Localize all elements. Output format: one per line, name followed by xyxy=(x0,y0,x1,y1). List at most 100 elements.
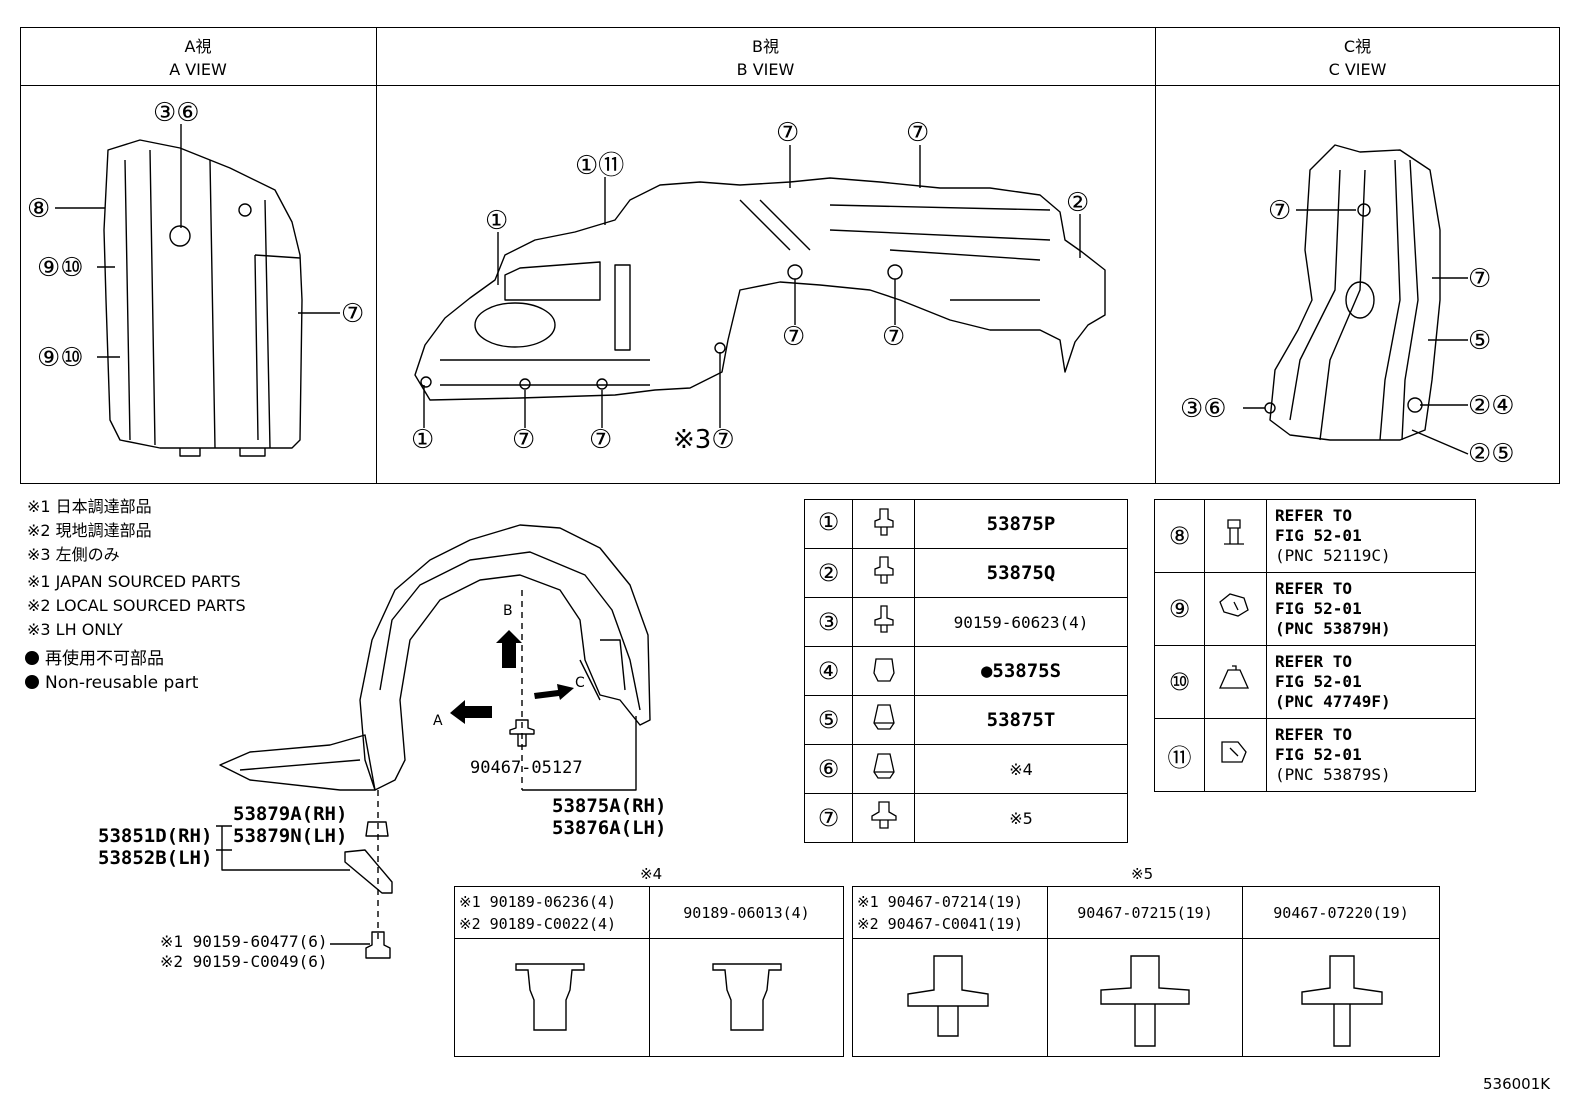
t4-c2: 90189-06013(4) xyxy=(649,886,844,939)
assembly-liner-drawing xyxy=(219,524,651,791)
part-icon-cell-7 xyxy=(852,793,915,843)
pn-bracket-lh: 53852B(LH) xyxy=(98,847,213,869)
callout-c-7-upper: ⑦ xyxy=(1268,196,1292,226)
t5-img1 xyxy=(852,938,1048,1057)
t4-img1 xyxy=(454,938,650,1057)
ref-11-l3: (PNC 53879S) xyxy=(1275,765,1391,784)
part-icon-cell-9 xyxy=(1204,572,1267,646)
view-c-liner-drawing xyxy=(1264,144,1441,441)
part-pn-2: 53875Q xyxy=(914,548,1128,598)
nonreuse-jp: 再使用不可部品 xyxy=(45,649,164,669)
ref-9-l2: FIG 52-01 xyxy=(1275,599,1362,618)
ref-9-l1: REFER TO xyxy=(1275,579,1353,598)
table-row xyxy=(852,938,1440,1057)
pn-liner-lh: 53876A(LH) xyxy=(552,817,667,839)
part-icon-cell-4 xyxy=(852,646,915,696)
part-icon-cell-11 xyxy=(1204,718,1267,792)
note-jp-1: ※1 日本調達部品 xyxy=(27,497,152,516)
callout-b-1-lower: ① xyxy=(411,425,435,455)
nonreuse-dot-icon xyxy=(25,651,39,665)
table5-mark: ※5 xyxy=(1131,865,1154,883)
part-no-9: ⑨ xyxy=(1168,595,1191,623)
pn-bolt-1: ※1 90159-60477(6) xyxy=(160,932,328,951)
part-icon-cell-3 xyxy=(852,597,915,647)
table-row: ④ ●53875S xyxy=(804,646,1128,696)
callout-b-7-mid2: ⑦ xyxy=(882,322,906,352)
notes-en: ※1 JAPAN SOURCED PARTS ※2 LOCAL SOURCED … xyxy=(27,570,246,642)
t5-img3 xyxy=(1242,938,1440,1057)
arrow-label-a: A xyxy=(433,713,443,729)
table-row: ⑥ ※4 xyxy=(804,744,1128,794)
callout-b-7-top2: ⑦ xyxy=(906,118,930,148)
view-c-title: C視 C VIEW xyxy=(1155,35,1560,81)
part-icon-cell-8 xyxy=(1204,499,1267,573)
view-arrows xyxy=(450,630,574,724)
nonreuse-dot-icon-2 xyxy=(25,675,39,689)
callout-a-910-upper: ⑨⑩ xyxy=(37,253,84,283)
view-b-en: B VIEW xyxy=(736,60,795,79)
pn-seal-rh: 53879A(RH) xyxy=(233,803,348,825)
part-pn-6: ※4 xyxy=(914,744,1128,794)
fastener-table-5: ※1 90467-07214(19) ※2 90467-C0041(19) 90… xyxy=(852,886,1440,1057)
arrow-label-b: B xyxy=(503,603,513,619)
part-no-6: ⑥ xyxy=(817,755,840,783)
callout-b-3-7: ※3⑦ xyxy=(673,425,735,455)
ref-11-l1: REFER TO xyxy=(1275,725,1353,744)
pn-clip: 90467-05127 xyxy=(470,758,583,778)
t4-c1b: ※2 90189-C0022(4) xyxy=(459,914,617,933)
pn-seal-lh: 53879N(LH) xyxy=(233,825,348,847)
part-no-4: ④ xyxy=(817,657,840,685)
t5-c1b: ※2 90467-C0041(19) xyxy=(857,914,1024,933)
t4-img2 xyxy=(649,938,844,1057)
ref-10-l2: FIG 52-01 xyxy=(1275,672,1362,691)
callout-b-2: ② xyxy=(1066,188,1090,218)
part-no-5: ⑤ xyxy=(817,706,840,734)
callout-b-1-upper: ① xyxy=(485,206,509,236)
nonreuse-en: Non-reusable part xyxy=(45,673,199,693)
part-no-11: ⑪ xyxy=(1167,743,1192,772)
table-row: ⑦※5 xyxy=(804,793,1128,843)
note-en-2: ※2 LOCAL SOURCED PARTS xyxy=(27,596,246,615)
t4-c1a: ※1 90189-06236(4) xyxy=(459,892,617,911)
part-pn-5: 53875T xyxy=(914,695,1128,745)
ref-8-l1: REFER TO xyxy=(1275,506,1353,525)
view-divider-1 xyxy=(376,27,377,484)
callout-b-7-bot1: ⑦ xyxy=(512,425,536,455)
view-a-liner-drawing xyxy=(103,139,303,457)
ref-8-l3: (PNC 52119C) xyxy=(1275,546,1391,565)
part-icon-cell-10 xyxy=(1204,645,1267,719)
note-nonreuse: 再使用不可部品 Non-reusable part xyxy=(25,647,198,695)
view-b-jp: B視 xyxy=(752,37,779,56)
table-row: ※1 90467-07214(19) ※2 90467-C0041(19) 90… xyxy=(852,886,1440,939)
part-no-3: ③ xyxy=(817,608,840,636)
callout-a-910-lower: ⑨⑩ xyxy=(37,343,84,373)
part-icon-cell-2 xyxy=(852,548,915,598)
part-pn-3: 90159-60623(4) xyxy=(914,597,1128,647)
view-b-title: B視 B VIEW xyxy=(376,35,1155,81)
table-row: ③ 90159-60623(4) xyxy=(804,597,1128,647)
view-b-liner-drawing xyxy=(414,177,1106,401)
callout-c-5: ⑤ xyxy=(1468,326,1492,356)
callout-c-24: ②④ xyxy=(1468,391,1515,421)
part-no-10: ⑩ xyxy=(1168,668,1191,696)
part-pn-4: ●53875S xyxy=(914,646,1128,696)
note-jp-2: ※2 現地調達部品 xyxy=(27,521,152,540)
callout-c-7-right: ⑦ xyxy=(1468,264,1492,294)
view-a-title: A視 A VIEW xyxy=(20,35,376,81)
callout-c-25: ②⑤ xyxy=(1468,439,1515,469)
t5-c2: 90467-07215(19) xyxy=(1047,886,1243,939)
arrow-label-c: C xyxy=(575,675,585,691)
callout-b-7-bot2: ⑦ xyxy=(589,425,613,455)
t5-c1a: ※1 90467-07214(19) xyxy=(857,892,1024,911)
table-row: ※1 90189-06236(4) ※2 90189-C0022(4) 9018… xyxy=(454,886,844,939)
t5-c3: 90467-07220(19) xyxy=(1242,886,1440,939)
ref-10-l3: (PNC 47749F) xyxy=(1275,692,1391,711)
part-icon-cell-6 xyxy=(852,744,915,794)
part-pn-7: ※5 xyxy=(914,793,1128,843)
